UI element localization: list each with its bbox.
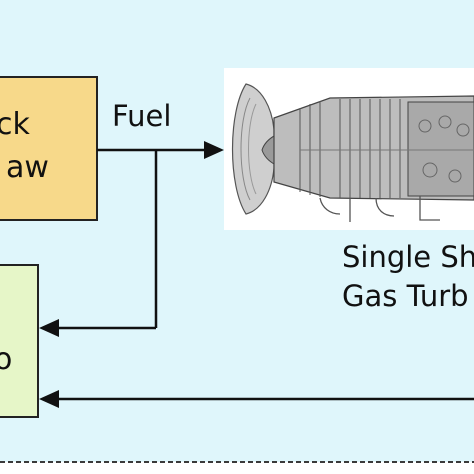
turbine-caption-line2: Gas Turb <box>342 279 469 313</box>
fuel-label: Fuel <box>112 99 172 133</box>
lower-block-label: o <box>0 342 13 377</box>
lower-block <box>0 264 39 418</box>
turbine-caption-line1: Single Sh <box>342 240 474 274</box>
output-feedback-arrowhead <box>39 390 59 408</box>
gas-turbine-engine-icon <box>224 68 474 230</box>
fuel-feedback-arrowhead <box>39 319 59 337</box>
control-law-block <box>0 76 98 221</box>
fuel-arrowhead <box>204 141 224 159</box>
control-law-label-line2: aw <box>6 150 49 185</box>
control-law-label-line1: ck <box>0 107 30 142</box>
